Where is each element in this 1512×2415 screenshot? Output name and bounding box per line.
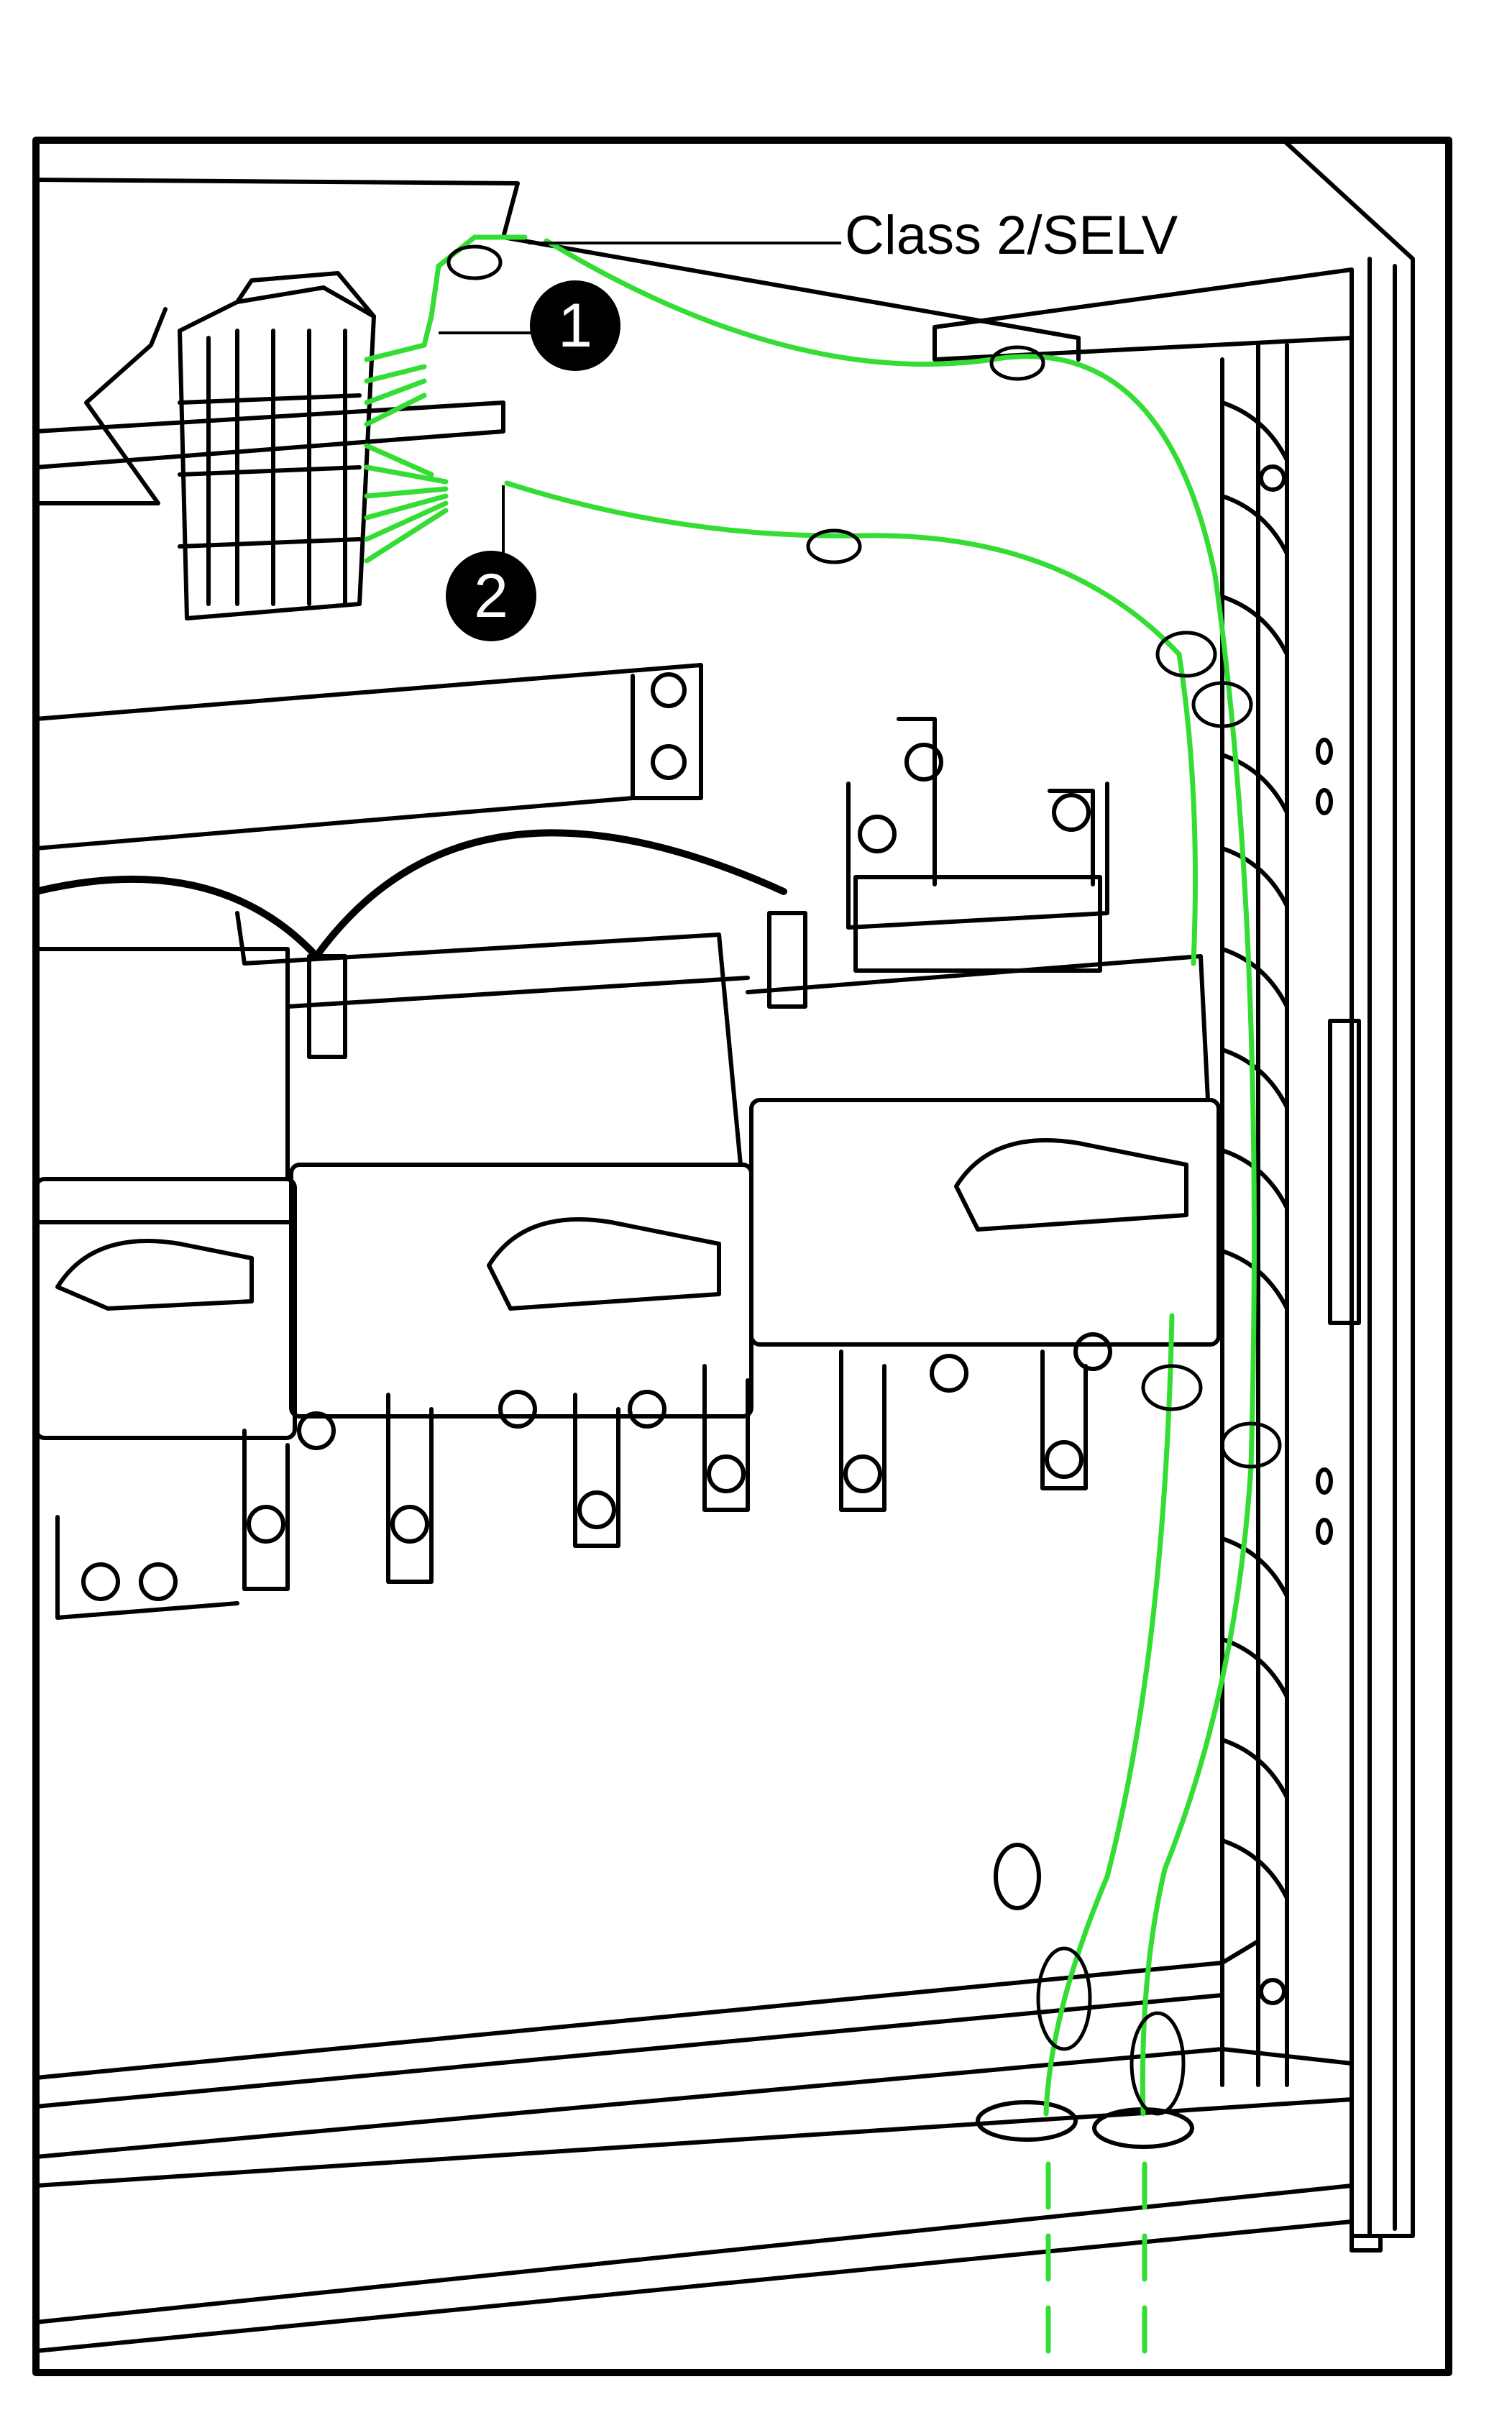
cable-ties: [446, 244, 1282, 2116]
class2-selv-label: Class 2/SELV: [845, 205, 1178, 266]
callout-1: 1: [530, 280, 620, 371]
enclosure-frame: [32, 137, 1452, 2376]
terminal-block: [178, 271, 376, 620]
class2-wiring: [364, 234, 1257, 2368]
callout-2: 2: [446, 551, 536, 641]
power-cable: [32, 829, 787, 960]
dividing-plate: [34, 178, 1081, 851]
switch-disconnectors: [34, 717, 1221, 1620]
leader-lines: [439, 242, 841, 554]
